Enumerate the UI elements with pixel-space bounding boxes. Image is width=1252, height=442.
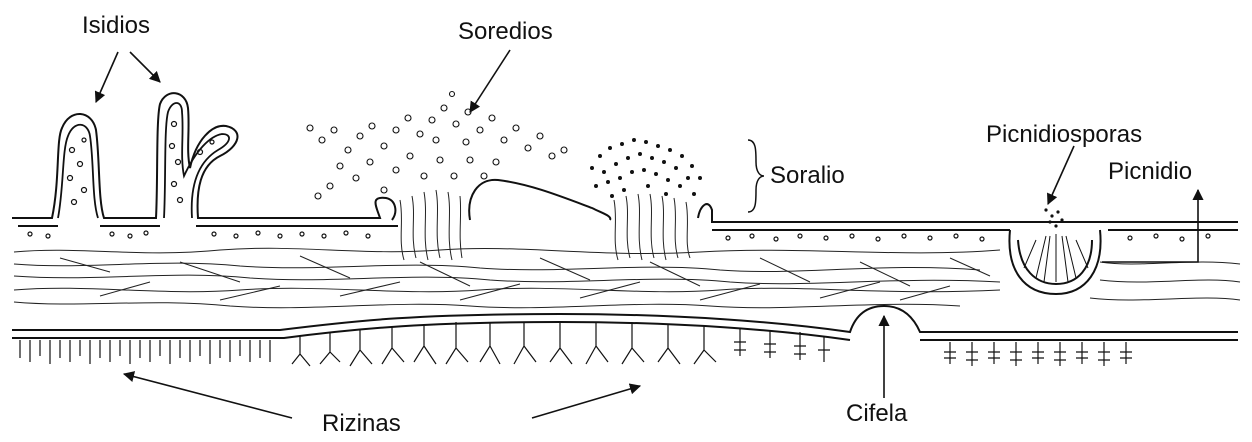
label-soralio: Soralio [770, 164, 845, 188]
pycnidium [1009, 230, 1100, 294]
algal-layer [28, 231, 1210, 241]
lower-cortex [12, 306, 1238, 340]
upper-cortex [12, 93, 1238, 230]
label-arrows [96, 50, 1198, 418]
label-picnidiosporas: Picnidiosporas [986, 123, 1142, 147]
label-cifela: Cifela [846, 402, 907, 426]
picnidiosporas-dots [1044, 208, 1063, 227]
arrow-rizinas-right [532, 386, 640, 418]
label-isidios: Isidios [82, 14, 150, 38]
isidia [58, 103, 229, 218]
arrow-isidios-left [96, 52, 118, 102]
soralio-bracket [748, 140, 764, 212]
soredia [307, 92, 567, 200]
rhizines [20, 322, 1132, 366]
label-picnidio: Picnidio [1108, 160, 1192, 184]
arrow-rizinas-left [124, 374, 292, 418]
label-rizinas: Rizinas [322, 412, 401, 436]
arrow-isidios-right [130, 52, 160, 82]
soralium-mound [590, 138, 702, 198]
arrow-soredios [470, 50, 510, 112]
arrow-picnidio [1102, 190, 1198, 262]
label-soredios: Soredios [458, 20, 553, 44]
arrow-picnidiosporas [1048, 146, 1074, 204]
pycnidium-conidiophores [1024, 234, 1088, 282]
